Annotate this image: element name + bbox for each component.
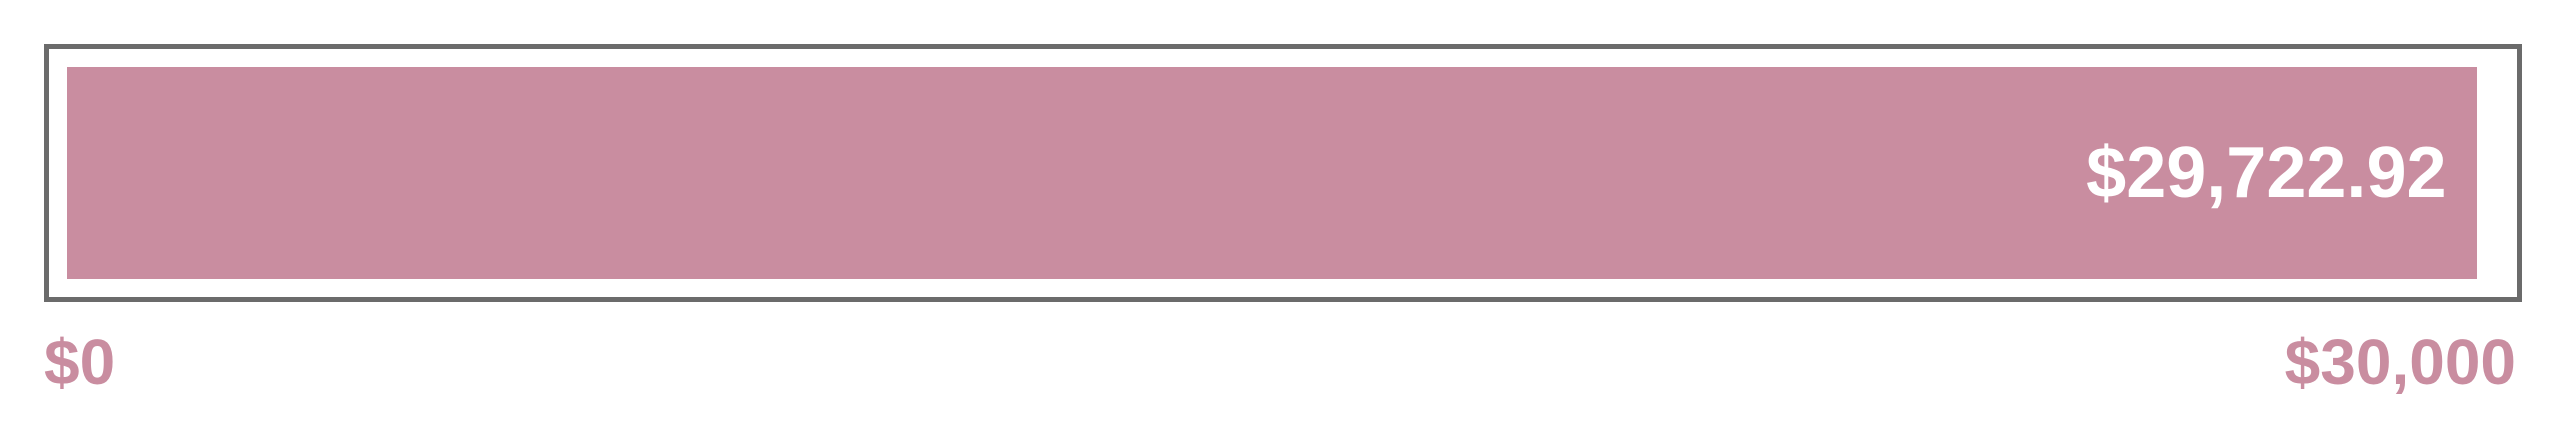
scale-min-label: $0 [44, 326, 116, 398]
progress-value-label: $29,722.92 [2086, 133, 2447, 213]
progress-track: $29,722.92 [67, 67, 2499, 279]
progress-fill: $29,722.92 [67, 67, 2477, 279]
scale-max-label: $30,000 [2284, 326, 2516, 398]
progress-bar: $29,722.92 [44, 44, 2522, 302]
